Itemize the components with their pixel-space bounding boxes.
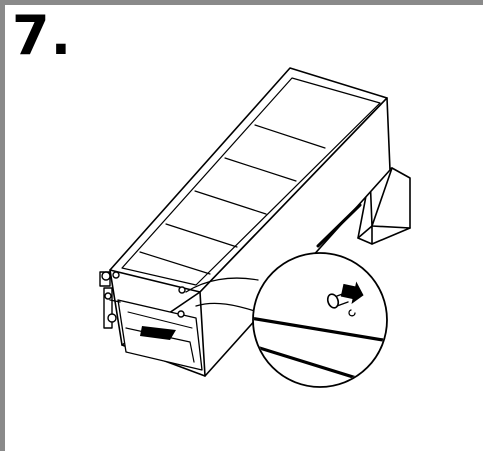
frame-top-border	[0, 0, 483, 5]
step-number: 7.	[12, 4, 73, 67]
frame-left-border	[0, 0, 5, 451]
magnified-detail	[252, 252, 388, 388]
detail-callout-lines	[185, 277, 259, 313]
main-panel	[109, 67, 391, 377]
hinge-fittings	[99, 271, 186, 329]
